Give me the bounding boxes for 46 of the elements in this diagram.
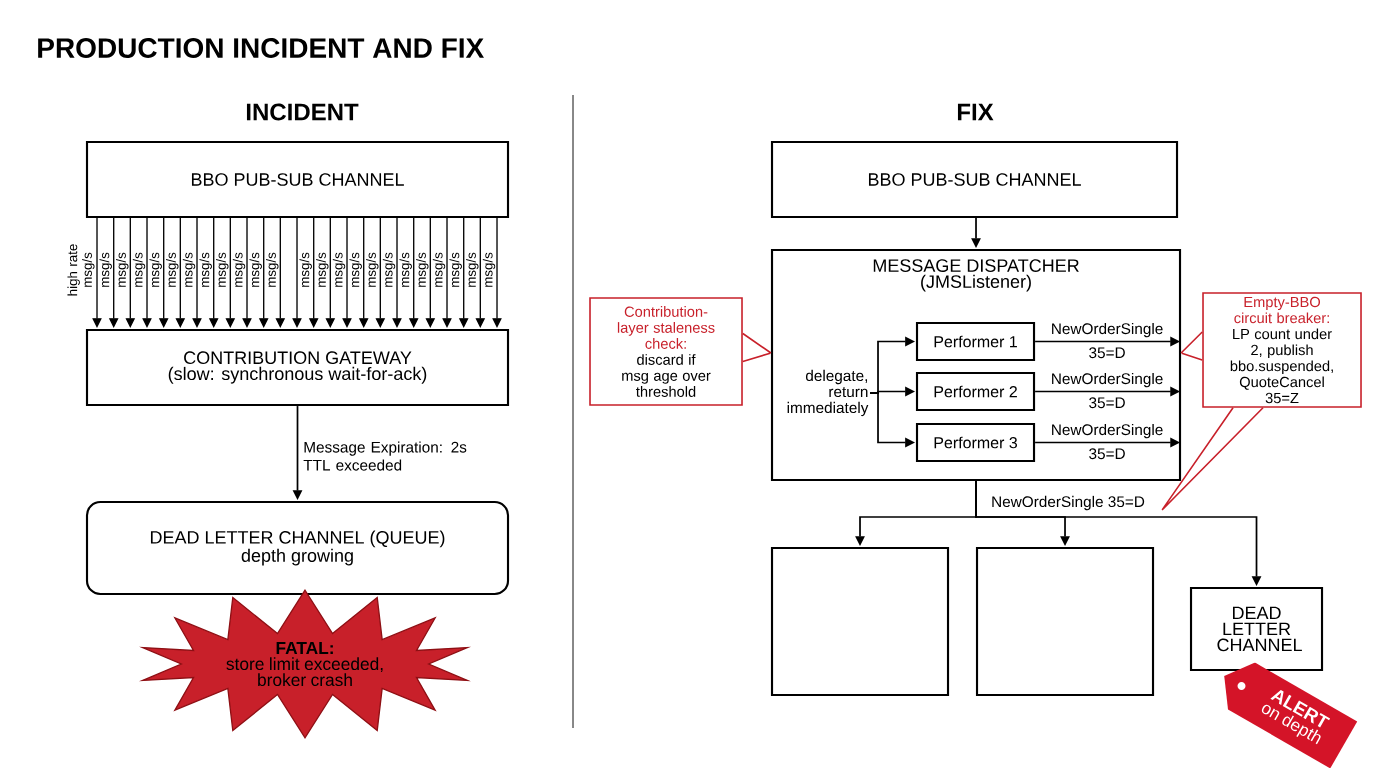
edge-label: msg/s (316, 252, 329, 287)
edge-label: msg/s (149, 252, 162, 287)
side-note: delegate, return immediately (787, 369, 869, 417)
edge-label: msg/s (232, 252, 246, 287)
callout-box: Contribution-layer staleness check: discard if msg age over threshold (589, 297, 743, 406)
edge-label: msg/s (416, 252, 429, 287)
edge-label: msg/s (249, 252, 262, 287)
callout-pointer (1180, 331, 1203, 361)
edge-label: Message Expiration: 2s TTL exceeded (303, 441, 467, 471)
edge-label: msg/s (482, 252, 496, 287)
process-box: BBO PUB-SUB CHANNEL (85, 140, 510, 219)
edge-label: msg/s (332, 252, 346, 287)
edge-label: NewOrderSingle 35=D (1052, 372, 1163, 409)
edge-label: NewOrderSingle 35=D (1052, 423, 1163, 460)
process-box: Performer 3 (915, 422, 1036, 463)
process-box (975, 546, 1155, 697)
edge-label: msg/s (299, 252, 312, 287)
edge-label: msg/s (132, 252, 146, 287)
edge-label: msg/s (216, 252, 229, 287)
edge-label: msg/s (449, 252, 462, 287)
title: PRODUCTION INCIDENT AND FIX (38, 38, 484, 58)
edge-label: msg/s (166, 252, 179, 287)
process-box (770, 546, 950, 697)
edge-label: msg/s (116, 252, 129, 287)
edge-label: msg/s (199, 252, 212, 287)
edge-label: msg/s (99, 252, 112, 287)
process-box: Performer 2 (915, 371, 1036, 412)
edge-label: msg/s (349, 252, 362, 287)
edge-label: msg/s (466, 252, 479, 287)
edge-label: msg/s (182, 252, 196, 287)
edge-label: high rate msg/s (67, 244, 95, 296)
callout-pointer (742, 332, 772, 363)
process-box: DEAD LETTER CHANNEL (1189, 586, 1324, 672)
process-box: Performer 1 (915, 321, 1036, 362)
edge-label: msg/s (432, 252, 446, 287)
edge-label: msg/s (366, 252, 379, 287)
edge-label: NewOrderSingle 35=D (992, 495, 1145, 511)
callout-box: Empty-BBO circuit breaker: LP count under 2, publish bbo.suspended, QuoteCancel 35=Z (1202, 292, 1362, 408)
edge-label: msg/s (266, 252, 279, 287)
edge-label: msg/s (382, 252, 396, 287)
edge-label: msg/s (399, 252, 412, 287)
queue-box: DEAD LETTER CHANNEL (QUEUE) depth growing (85, 500, 510, 596)
process-box: BBO PUB-SUB CHANNEL (770, 140, 1179, 219)
edge-label: NewOrderSingle 35=D (1052, 322, 1163, 359)
process-box: CONTRIBUTION GATEWAY (slow: synchronous wait-for-ack) (85, 328, 510, 407)
callout-pointer (1161, 407, 1264, 511)
